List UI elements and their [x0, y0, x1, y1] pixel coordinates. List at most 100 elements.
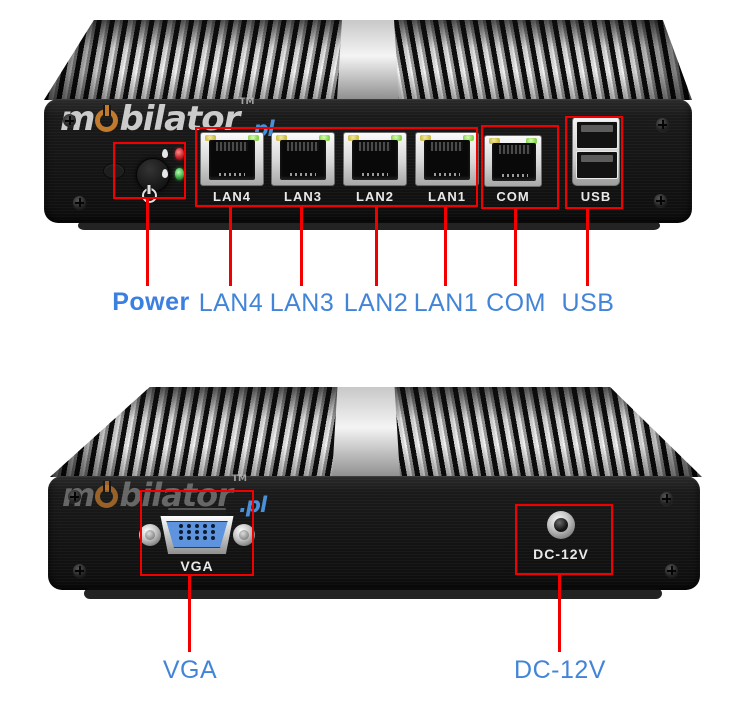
usb-callout-box [565, 116, 623, 209]
pin-hole [187, 536, 191, 540]
usb-port-bottom [576, 151, 618, 179]
rj45-shell [484, 135, 542, 187]
pin-hole [187, 524, 191, 528]
usb-callout-line [586, 209, 589, 286]
callout-label-lan2: LAN2 [343, 289, 409, 317]
usb-port-label: USB [580, 189, 612, 204]
lan-led-green [463, 135, 474, 141]
lan1-port: LAN1 [415, 132, 479, 204]
com-port-label: COM [496, 189, 530, 204]
logo-text-rest: bilator [119, 476, 232, 514]
screw-icon [68, 490, 81, 503]
lan2-port-label: LAN2 [356, 189, 394, 204]
lan-led-green [248, 135, 259, 141]
lan-led-green [319, 135, 330, 141]
logo-power-icon [95, 481, 119, 508]
lan4-port-label: LAN4 [213, 189, 251, 204]
fins-left [44, 20, 381, 100]
screw-icon [660, 492, 673, 505]
screw-icon [63, 114, 76, 127]
vga-port-label: VGA [180, 558, 214, 574]
lan-led-yellow [420, 135, 431, 141]
pin-hole [195, 530, 199, 534]
pin-hole [203, 524, 207, 528]
pin-hole [195, 536, 199, 540]
heatsink-fins-bottom [50, 387, 702, 477]
callout-label-usb: USB [561, 289, 615, 317]
power-symbol-icon [140, 185, 158, 203]
usb-ports: USB [572, 116, 620, 204]
callout-label-lan1: LAN1 [413, 289, 479, 317]
rj45-jack [209, 140, 255, 180]
rj45-jack [424, 140, 470, 180]
pin-hole [179, 536, 183, 540]
com-led-yellow [489, 138, 500, 144]
lan1-callout-line [444, 207, 447, 286]
lan3-callout-line [300, 207, 303, 286]
vga-pin-holes [166, 521, 228, 548]
dc-port-label: DC-12V [533, 546, 589, 562]
com-port: COM [484, 135, 542, 204]
lan-led-yellow [348, 135, 359, 141]
dc-power-jack [547, 511, 575, 539]
lan-led-green [391, 135, 402, 141]
pin-hole [211, 524, 215, 528]
pin-hole [211, 536, 215, 540]
screw-icon [73, 564, 86, 577]
vga-nut-right [233, 524, 255, 546]
screw-icon [656, 118, 669, 131]
com-callout-line [514, 209, 517, 286]
rj45-jack [492, 143, 536, 181]
pin-hole [187, 530, 191, 534]
usb-shell [572, 116, 620, 186]
chassis-base-shadow [78, 221, 660, 230]
lan3-port: LAN3 [271, 132, 335, 204]
dc-callout-line [558, 575, 561, 652]
screw-icon [665, 564, 678, 577]
pin-hole [203, 536, 207, 540]
callout-label-power: Power [112, 288, 190, 316]
pin-hole [179, 524, 183, 528]
screw-icon [654, 194, 667, 207]
heatsink-fins-top [44, 20, 692, 100]
logo-trademark: TM [239, 97, 255, 107]
lan-led-yellow [205, 135, 216, 141]
lan-led-yellow [276, 135, 287, 141]
lan2-port: LAN2 [343, 132, 407, 204]
rj45-shell [200, 132, 264, 186]
callout-label-vga: VGA [162, 656, 218, 684]
vga-callout-box [140, 490, 254, 576]
vga-callout-line [188, 576, 191, 652]
logo-power-icon [95, 105, 119, 132]
pin-hole [203, 530, 207, 534]
rj45-shell [271, 132, 335, 186]
com-led-green [526, 138, 537, 144]
callout-label-lan4: LAN4 [198, 289, 264, 317]
logo-trademark: TM [231, 474, 247, 484]
lan1-port-label: LAN1 [428, 189, 466, 204]
callout-label-lan3: LAN3 [269, 289, 335, 317]
heatsink-center-band [337, 20, 399, 100]
power-callout-box [113, 142, 186, 199]
rj45-shell [415, 132, 479, 186]
rj45-jack [280, 140, 326, 180]
dc-callout-box [515, 504, 613, 575]
com-callout-box [481, 125, 559, 209]
lan-callout-box [195, 127, 478, 207]
drop-icon [162, 149, 168, 158]
fins-right [380, 20, 692, 100]
lan2-callout-line [375, 207, 378, 286]
drop-icon [162, 169, 168, 178]
screw-icon [73, 196, 86, 209]
vga-connector [139, 506, 255, 558]
pin-hole [211, 530, 215, 534]
lan4-port: LAN4 [200, 132, 264, 204]
power-led-red [175, 148, 184, 160]
heatsink-center-band [332, 387, 400, 477]
callout-label-dc: DC-12V [514, 656, 606, 684]
callout-label-com: COM [486, 289, 546, 317]
rj45-jack [352, 140, 398, 180]
